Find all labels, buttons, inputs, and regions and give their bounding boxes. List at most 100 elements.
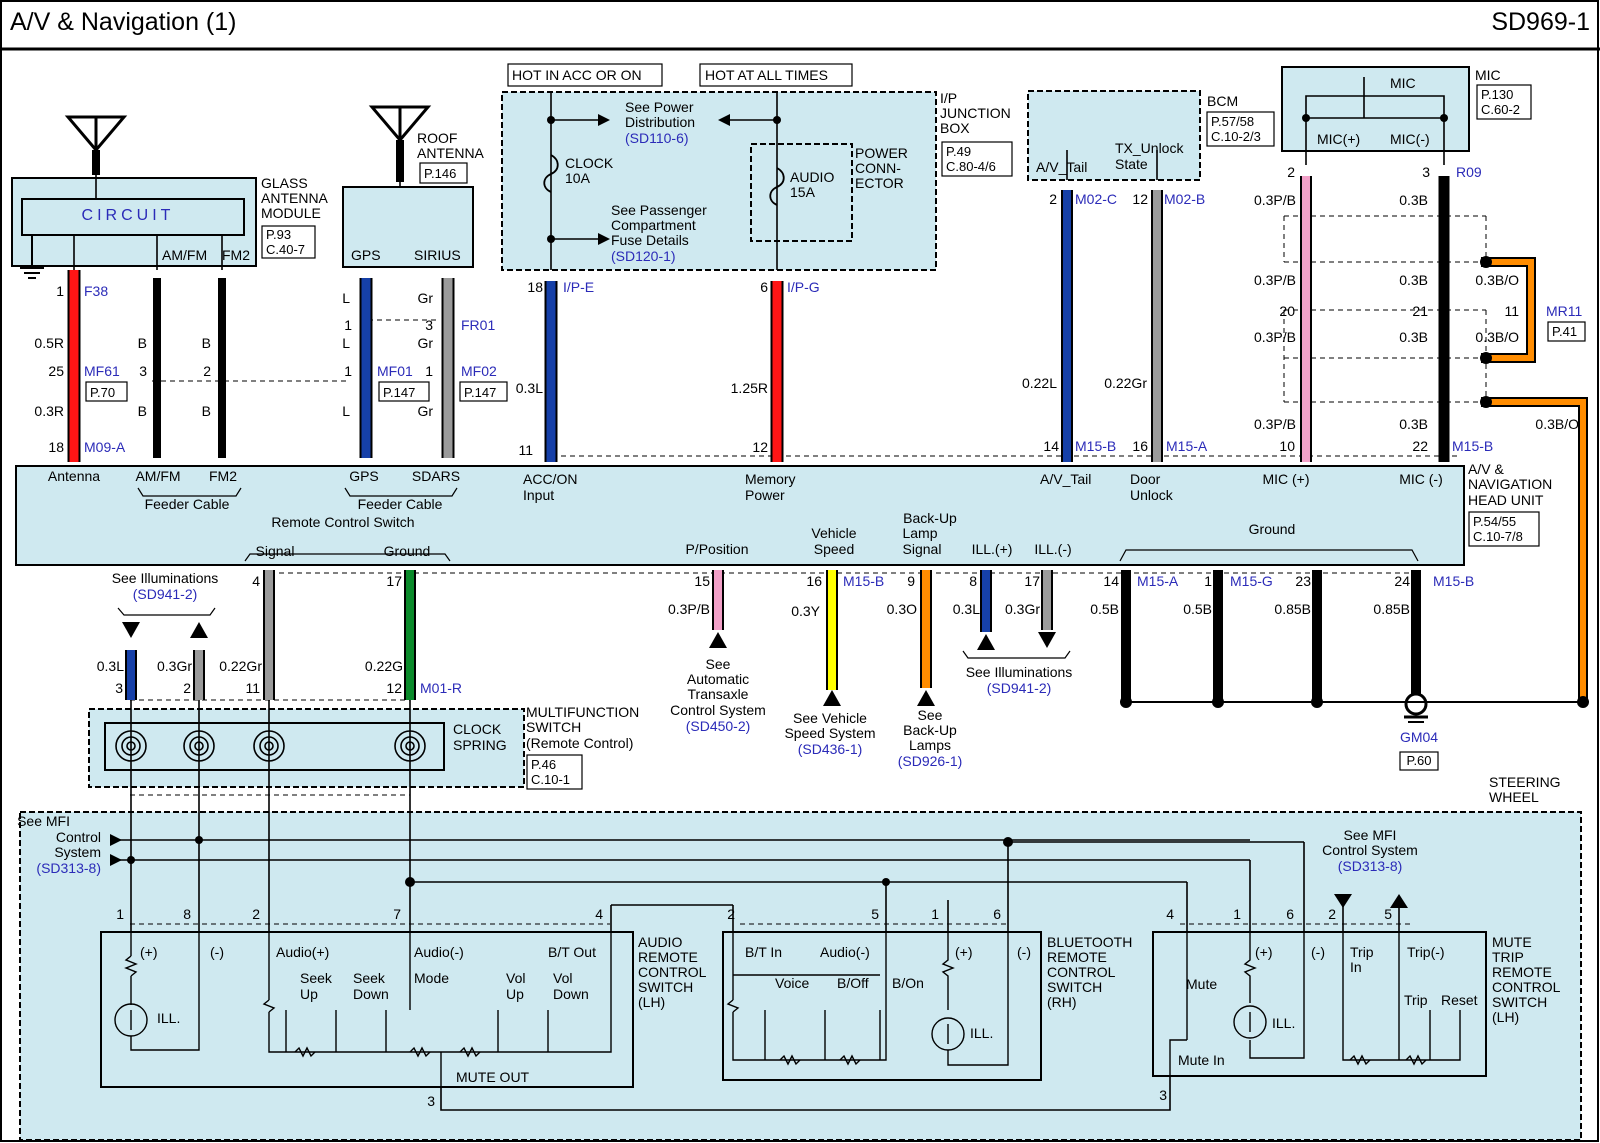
junction-dots	[127, 114, 1589, 887]
ref-boxes	[85, 63, 1586, 790]
glass-antenna-module	[11, 177, 257, 267]
diagram-label: AUDIO	[638, 934, 682, 950]
diagram-label: B	[138, 403, 147, 419]
diagram-label: B	[138, 335, 147, 351]
bluetooth-remote-switch	[722, 931, 1042, 1081]
diagram-label: TRIP	[1492, 949, 1524, 965]
diagram-label: P.147	[383, 385, 415, 400]
brackets	[117, 487, 1419, 659]
diagram-label: Feeder Cable	[358, 496, 443, 512]
diagram-label: P.93	[266, 227, 291, 242]
diagram-label: L	[342, 290, 350, 306]
diagram-label: MF02	[461, 363, 497, 379]
diagram-label: SPRING	[453, 737, 507, 753]
diagram-label: 0.3B/O	[1535, 416, 1579, 432]
diagram-label: Trip	[1350, 944, 1374, 960]
diagram-label: Gr	[417, 403, 433, 419]
diagram-label: Lamps	[909, 737, 951, 753]
diagram-label: C.10-2/3	[1211, 129, 1261, 144]
diagram-label: MUTE OUT	[456, 1069, 530, 1085]
diagram-label: 0.3B	[1399, 329, 1428, 345]
diagram-label: (+)	[955, 944, 973, 960]
diagram-label: Gr	[417, 335, 433, 351]
diagram-label: ACC/ON	[523, 471, 577, 487]
diagram-label: 4	[1166, 906, 1174, 922]
diagram-label: Ground	[384, 543, 431, 559]
diagram-label: M15-B	[1075, 438, 1116, 454]
diagram-label: Back-Up	[903, 510, 957, 526]
diagram-label: 0.3B	[1399, 192, 1428, 208]
diagram-label: 2	[1049, 191, 1057, 207]
diagram-label: (SD313-8)	[36, 860, 101, 876]
diagram-label: See Passenger	[611, 202, 707, 218]
diagram-label: A/V_Tail	[1036, 159, 1087, 175]
diagram-label: Control System	[670, 702, 766, 718]
diagram-label: MR11	[1546, 303, 1583, 319]
diagram-label: REMOTE	[638, 949, 698, 965]
diagram-label: 10A	[565, 170, 591, 186]
diagram-label: 15	[694, 573, 710, 589]
diagram-label: P.46	[531, 757, 556, 772]
diagram-label: (-)	[1017, 944, 1031, 960]
diagram-label: 3	[425, 317, 433, 333]
diagram-label: C.80-4/6	[946, 159, 996, 174]
diagram-label: ECTOR	[855, 175, 904, 191]
ground-icon	[20, 235, 1428, 723]
diagram-label: MIC	[1390, 75, 1416, 91]
diagram-label: ILL.	[970, 1025, 993, 1041]
diagram-label: CLOCK	[453, 721, 502, 737]
diagram-label: BLUETOOTH	[1047, 934, 1132, 950]
diagram-label: P.57/58	[1211, 114, 1254, 129]
diagram-label: 6	[760, 279, 768, 295]
head-unit	[15, 465, 1465, 566]
diagram-label: (SD436-1)	[798, 741, 863, 757]
diagram-label: 4	[252, 573, 260, 589]
diagram-label: Input	[523, 487, 554, 503]
diagram-label: 0.3Gr	[1005, 601, 1040, 617]
diagram-label: Seek	[300, 970, 333, 986]
diagram-label: B	[202, 403, 211, 419]
diagram-label: ANTENNA	[261, 190, 329, 206]
diagram-label: TX_Unlock	[1115, 140, 1184, 156]
diagram-label: P.49	[946, 144, 971, 159]
diagram-label: 6	[993, 906, 1001, 922]
diagram-label: FM2	[209, 468, 237, 484]
diagram-label: Feeder Cable	[145, 496, 230, 512]
diagram-label: Signal	[256, 543, 295, 559]
diagram-label: 10	[1279, 438, 1295, 454]
diagram-label: 3	[1422, 164, 1430, 180]
diagram-label: M15-B	[843, 573, 884, 589]
fuse-icons	[543, 154, 785, 206]
diagram-label: See Illuminations	[112, 570, 219, 586]
diagram-label: 1	[425, 363, 433, 379]
diagram-label: 6	[1286, 906, 1294, 922]
diagram-labels: CIRCUITGLASSANTENNAMODULEP.93C.40-7AM/FM…	[17, 67, 1582, 1109]
diagram-label: 0.3Y	[791, 603, 820, 619]
diagram-label: See Power	[625, 99, 694, 115]
diagram-label: (RH)	[1047, 994, 1077, 1010]
diagram-label: 3	[139, 363, 147, 379]
diagram-label: M15-B	[1452, 438, 1493, 454]
diagram-label: 14	[1103, 573, 1119, 589]
diagram-label: Mute In	[1178, 1052, 1225, 1068]
diagram-label: B/T Out	[548, 944, 596, 960]
diagram-label: WHEEL	[1489, 789, 1539, 805]
diagram-label: ROOF	[417, 130, 457, 146]
diagram-label: MULTIFUNCTION	[526, 704, 639, 720]
diagram-label: ILL.(+)	[972, 541, 1013, 557]
diagram-label: 1	[56, 283, 64, 299]
diagram-label: CONTROL	[1047, 964, 1116, 980]
diagram-label: GPS	[349, 468, 379, 484]
diagram-label: C.10-1	[531, 772, 570, 787]
diagram-label: FR01	[461, 317, 495, 333]
diagram-label: 20	[1279, 303, 1295, 319]
diagram-label: CIRCUIT	[82, 207, 175, 224]
diagram-label: State	[1115, 156, 1148, 172]
diagram-label: Memory	[745, 471, 796, 487]
diagram-label: (SD110-6)	[625, 130, 689, 146]
diagram-label: SDARS	[412, 468, 460, 484]
diagram-label: AM/FM	[162, 247, 207, 263]
diagram-label: NAVIGATION	[1468, 476, 1552, 492]
diagram-label: Compartment	[611, 217, 696, 233]
bcm-box	[1027, 90, 1201, 181]
